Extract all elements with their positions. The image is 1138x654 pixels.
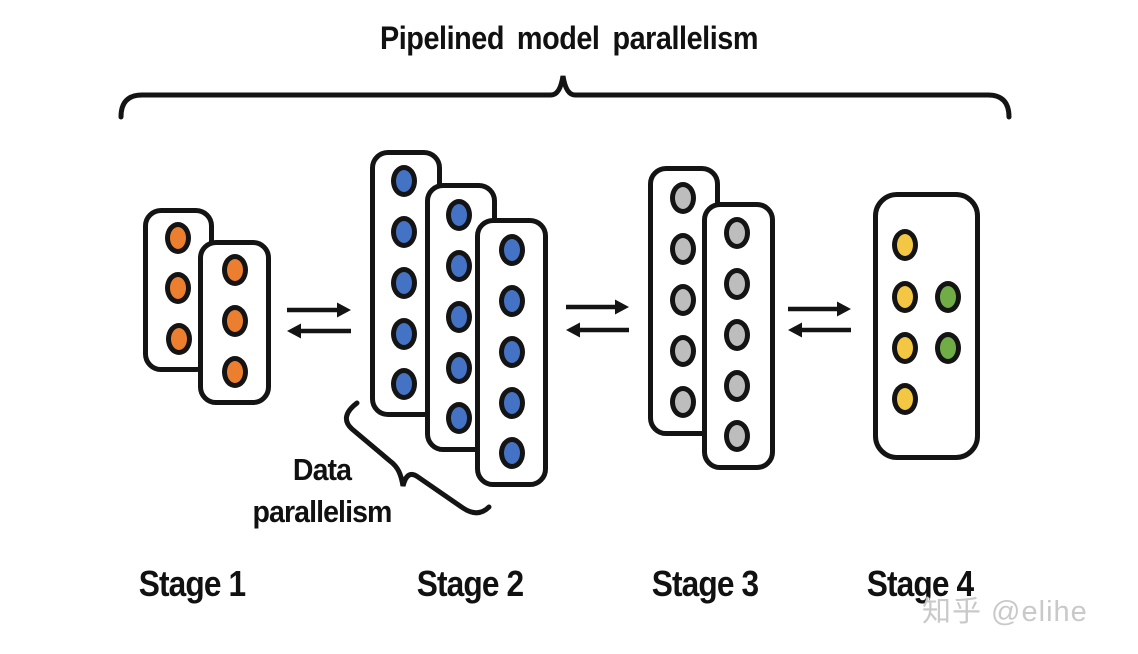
gray-neuron-dot [724, 217, 750, 249]
zhihu-watermark: 知乎 @elihe [922, 596, 1088, 628]
orange-neuron-dot [222, 254, 248, 286]
green-neuron-dot [935, 281, 961, 313]
blue-neuron-dot [446, 301, 472, 333]
blue-neuron-dot [391, 267, 417, 299]
blue-neuron-dot [446, 199, 472, 231]
blue-neuron-dot [391, 318, 417, 350]
gray-neuron-dot [670, 233, 696, 265]
blue-neuron-dot [499, 387, 525, 419]
gray-neuron-dot [724, 370, 750, 402]
yellow-neuron-dot [892, 229, 918, 261]
stage-1-replica-2 [198, 240, 271, 405]
orange-neuron-dot [222, 356, 248, 388]
gray-neuron-dot [724, 420, 750, 452]
yellow-neuron-dot [892, 332, 918, 364]
gray-neuron-dot [724, 268, 750, 300]
blue-neuron-dot [446, 402, 472, 434]
blue-neuron-dot [446, 352, 472, 384]
yellow-neuron-dot [892, 383, 918, 415]
blue-neuron-dot [391, 368, 417, 400]
diagram-title-text: Pipelined model parallelism [380, 20, 758, 56]
stage-2-label: Stage 2 [416, 563, 524, 604]
blue-neuron-dot [391, 165, 417, 197]
blue-neuron-dot [499, 234, 525, 266]
green-neuron-dot [935, 332, 961, 364]
stage-4-label: Stage 4 [866, 563, 974, 604]
gray-neuron-dot [670, 386, 696, 418]
stage-3-replica-2 [702, 202, 775, 470]
gray-neuron-dot [724, 319, 750, 351]
diagram-title: Pipelined model parallelism [0, 20, 1138, 57]
stage-1-label: Stage 1 [138, 563, 246, 604]
gray-neuron-dot [670, 284, 696, 316]
gray-neuron-dot [670, 335, 696, 367]
blue-neuron-dot [446, 250, 472, 282]
orange-neuron-dot [166, 323, 192, 355]
stage-2-replica-3 [475, 218, 548, 487]
orange-neuron-dot [165, 272, 191, 304]
blue-neuron-dot [499, 336, 525, 368]
gray-neuron-dot [670, 182, 696, 214]
orange-neuron-dot [165, 222, 191, 254]
yellow-neuron-dot [892, 281, 918, 313]
blue-neuron-dot [391, 216, 417, 248]
data-parallelism-line1: Data [292, 452, 352, 487]
stage-4-replica-1 [873, 192, 980, 460]
stage-3-label: Stage 3 [651, 563, 759, 604]
blue-neuron-dot [499, 437, 525, 469]
blue-neuron-dot [499, 285, 525, 317]
orange-neuron-dot [222, 305, 248, 337]
